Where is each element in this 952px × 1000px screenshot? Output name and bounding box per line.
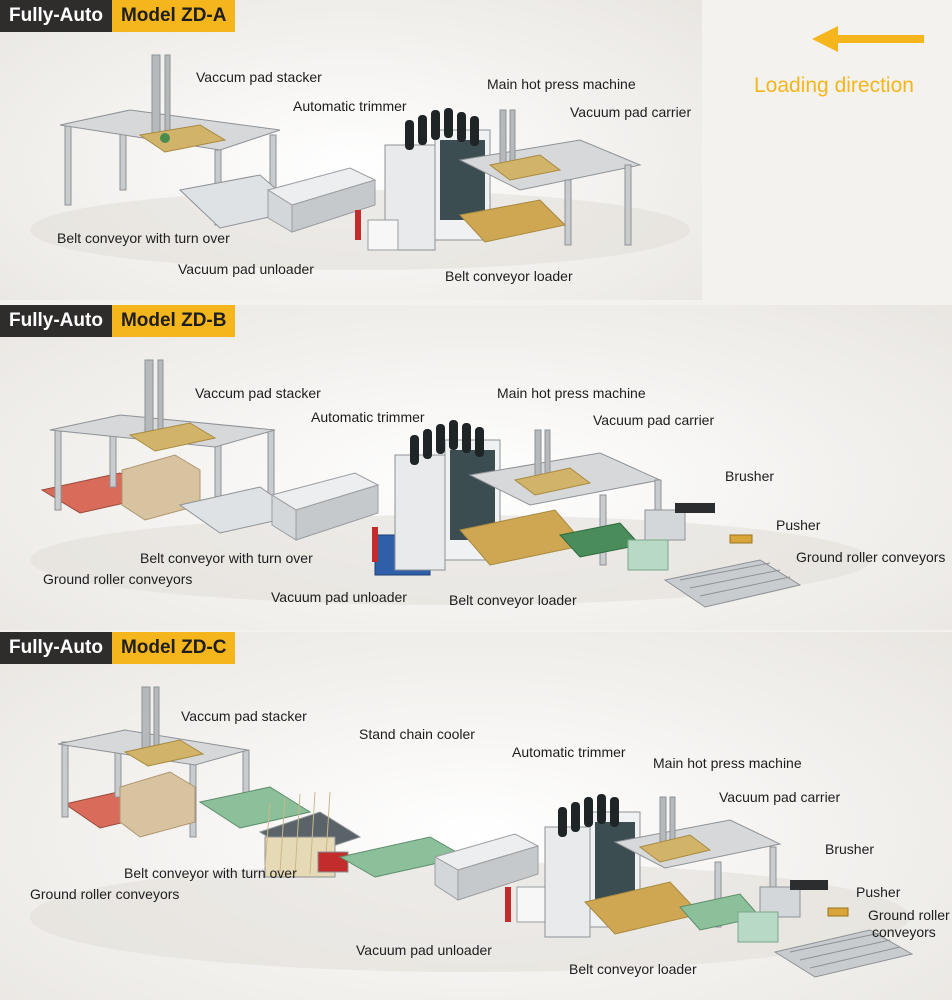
brusher-unit	[737, 880, 828, 943]
label-ground-roller-right: Ground roller conveyors	[796, 549, 946, 565]
badge-fully-auto: Fully-Auto	[0, 305, 112, 337]
badge-model-name: Model ZD-C	[111, 632, 236, 664]
label-vacuum-pad-stacker: Vaccum pad stacker	[181, 708, 307, 724]
label-automatic-trimmer: Automatic trimmer	[293, 98, 407, 114]
label-ground-roller-right-line1: Ground roller	[868, 907, 950, 923]
label-vacuum-pad-unloader: Vacuum pad unloader	[356, 942, 492, 958]
label-belt-conveyor-turn-over: Belt conveyor with turn over	[124, 865, 297, 881]
model-badge: Fully-Auto Model ZD-A	[0, 0, 236, 32]
label-ground-roller-right-line2: conveyors	[872, 924, 936, 940]
badge-fully-auto: Fully-Auto	[0, 632, 112, 664]
label-main-hot-press: Main hot press machine	[497, 385, 646, 401]
label-belt-conveyor-turn-over: Belt conveyor with turn over	[57, 230, 230, 246]
model-badge: Fully-Auto Model ZD-B	[0, 305, 236, 337]
vacuum-pad-carrier	[458, 109, 642, 246]
production-line-zd-c	[30, 686, 914, 978]
automatic-trimmer	[266, 167, 377, 240]
main-hot-press	[367, 108, 491, 251]
label-belt-conveyor-turn-over: Belt conveyor with turn over	[140, 550, 313, 566]
label-brusher: Brusher	[725, 468, 775, 484]
vacuum-pad-carrier	[459, 429, 662, 566]
loading-direction-label: Loading direction	[754, 74, 914, 97]
pusher-unit	[827, 907, 849, 917]
vacuum-pad-carrier	[584, 796, 782, 935]
automatic-trimmer	[270, 472, 380, 541]
label-pusher: Pusher	[856, 884, 901, 900]
label-vacuum-pad-carrier: Vacuum pad carrier	[570, 104, 692, 120]
ground-roller-conveyor-right	[663, 559, 802, 608]
brusher-unit	[627, 503, 715, 571]
label-vacuum-pad-stacker: Vaccum pad stacker	[196, 69, 322, 85]
main-hot-press	[544, 794, 641, 938]
label-ground-roller-left: Ground roller conveyors	[43, 571, 193, 587]
label-ground-roller-left: Ground roller conveyors	[30, 886, 180, 902]
badge-model-name: Model ZD-B	[111, 305, 236, 337]
production-line-zd-b	[30, 359, 870, 608]
label-main-hot-press: Main hot press machine	[653, 755, 802, 771]
panel-model-zd-c: Fully-Auto Model ZD-C	[0, 632, 952, 1000]
vacuum-pad-stacker	[57, 686, 250, 838]
label-vacuum-pad-carrier: Vacuum pad carrier	[719, 789, 841, 805]
label-brusher: Brusher	[825, 841, 875, 857]
label-automatic-trimmer: Automatic trimmer	[311, 409, 425, 425]
vacuum-pad-stacker	[49, 359, 276, 526]
label-belt-conveyor-loader: Belt conveyor loader	[445, 268, 573, 284]
panel-model-zd-b: Fully-Auto Model ZD-B	[0, 305, 952, 630]
belt-conveyor-turn-over	[198, 786, 312, 829]
automatic-trimmer	[433, 833, 540, 901]
label-belt-conveyor-loader: Belt conveyor loader	[569, 961, 697, 977]
model-badge: Fully-Auto Model ZD-C	[0, 632, 236, 664]
ground-roller-conveyor-right	[773, 929, 914, 978]
label-automatic-trimmer: Automatic trimmer	[512, 744, 626, 760]
label-vacuum-pad-unloader: Vacuum pad unloader	[271, 589, 407, 605]
label-main-hot-press: Main hot press machine	[487, 76, 636, 92]
badge-model-name: Model ZD-A	[111, 0, 236, 32]
pusher-unit	[729, 534, 753, 544]
badge-fully-auto: Fully-Auto	[0, 0, 112, 32]
stand-chain-cooler	[258, 791, 362, 878]
loading-direction-arrow-icon	[812, 26, 924, 52]
label-stand-chain-cooler: Stand chain cooler	[359, 726, 475, 742]
label-pusher: Pusher	[776, 517, 821, 533]
label-vacuum-pad-stacker: Vaccum pad stacker	[195, 385, 321, 401]
label-vacuum-pad-carrier: Vacuum pad carrier	[593, 412, 715, 428]
label-belt-conveyor-loader: Belt conveyor loader	[449, 592, 577, 608]
panel-model-zd-a: Fully-Auto Model ZD-A	[0, 0, 952, 300]
label-vacuum-pad-unloader: Vacuum pad unloader	[178, 261, 314, 277]
production-line-zd-a	[30, 54, 690, 270]
